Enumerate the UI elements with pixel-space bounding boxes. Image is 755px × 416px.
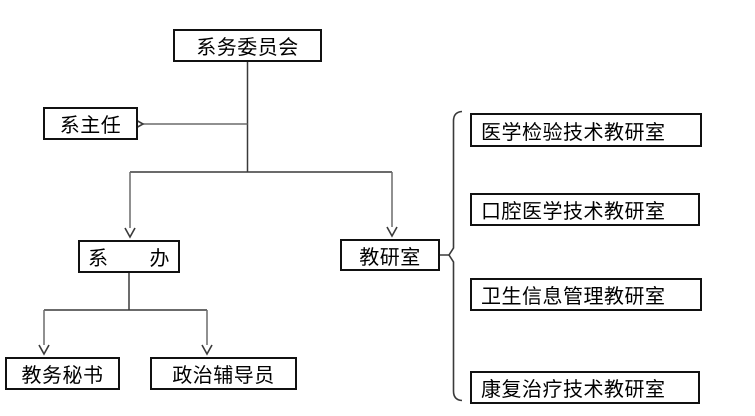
node-rehab-therapy-office: 康复治疗技术教研室: [470, 371, 700, 404]
node-dental-tech-office: 口腔医学技术教研室: [470, 193, 700, 226]
node-secretary: 教务秘书: [5, 357, 120, 390]
node-health-info-office-label: 卫生信息管理教研室: [481, 286, 666, 308]
node-department-office: 系 办: [78, 240, 180, 273]
node-rehab-therapy-office-label: 康复治疗技术教研室: [481, 379, 666, 401]
arrowhead-secretary: [38, 344, 50, 356]
node-committee: 系务委员会: [173, 29, 322, 62]
node-committee-label: 系务委员会: [196, 37, 299, 59]
node-teaching-office-label: 教研室: [359, 246, 421, 269]
node-secretary-label: 教务秘书: [21, 365, 104, 387]
node-department-office-label: 系 办: [88, 248, 170, 270]
node-counselor: 政治辅导员: [150, 357, 297, 390]
brace-right-offices: [448, 110, 463, 402]
node-dental-tech-office-label: 口腔医学技术教研室: [481, 201, 666, 223]
node-health-info-office: 卫生信息管理教研室: [470, 278, 702, 311]
node-director-label: 系主任: [59, 115, 122, 137]
node-director: 系主任: [43, 107, 138, 140]
arrowhead-teaching: [386, 226, 398, 238]
node-counselor-label: 政治辅导员: [172, 365, 275, 387]
node-teaching-office: 教研室: [340, 239, 440, 271]
node-medical-lab-office: 医学检验技术教研室: [470, 113, 702, 147]
arrowhead-counselor: [201, 344, 213, 356]
node-medical-lab-office-label: 医学检验技术教研室: [481, 121, 666, 144]
arrowhead-office: [124, 227, 136, 239]
